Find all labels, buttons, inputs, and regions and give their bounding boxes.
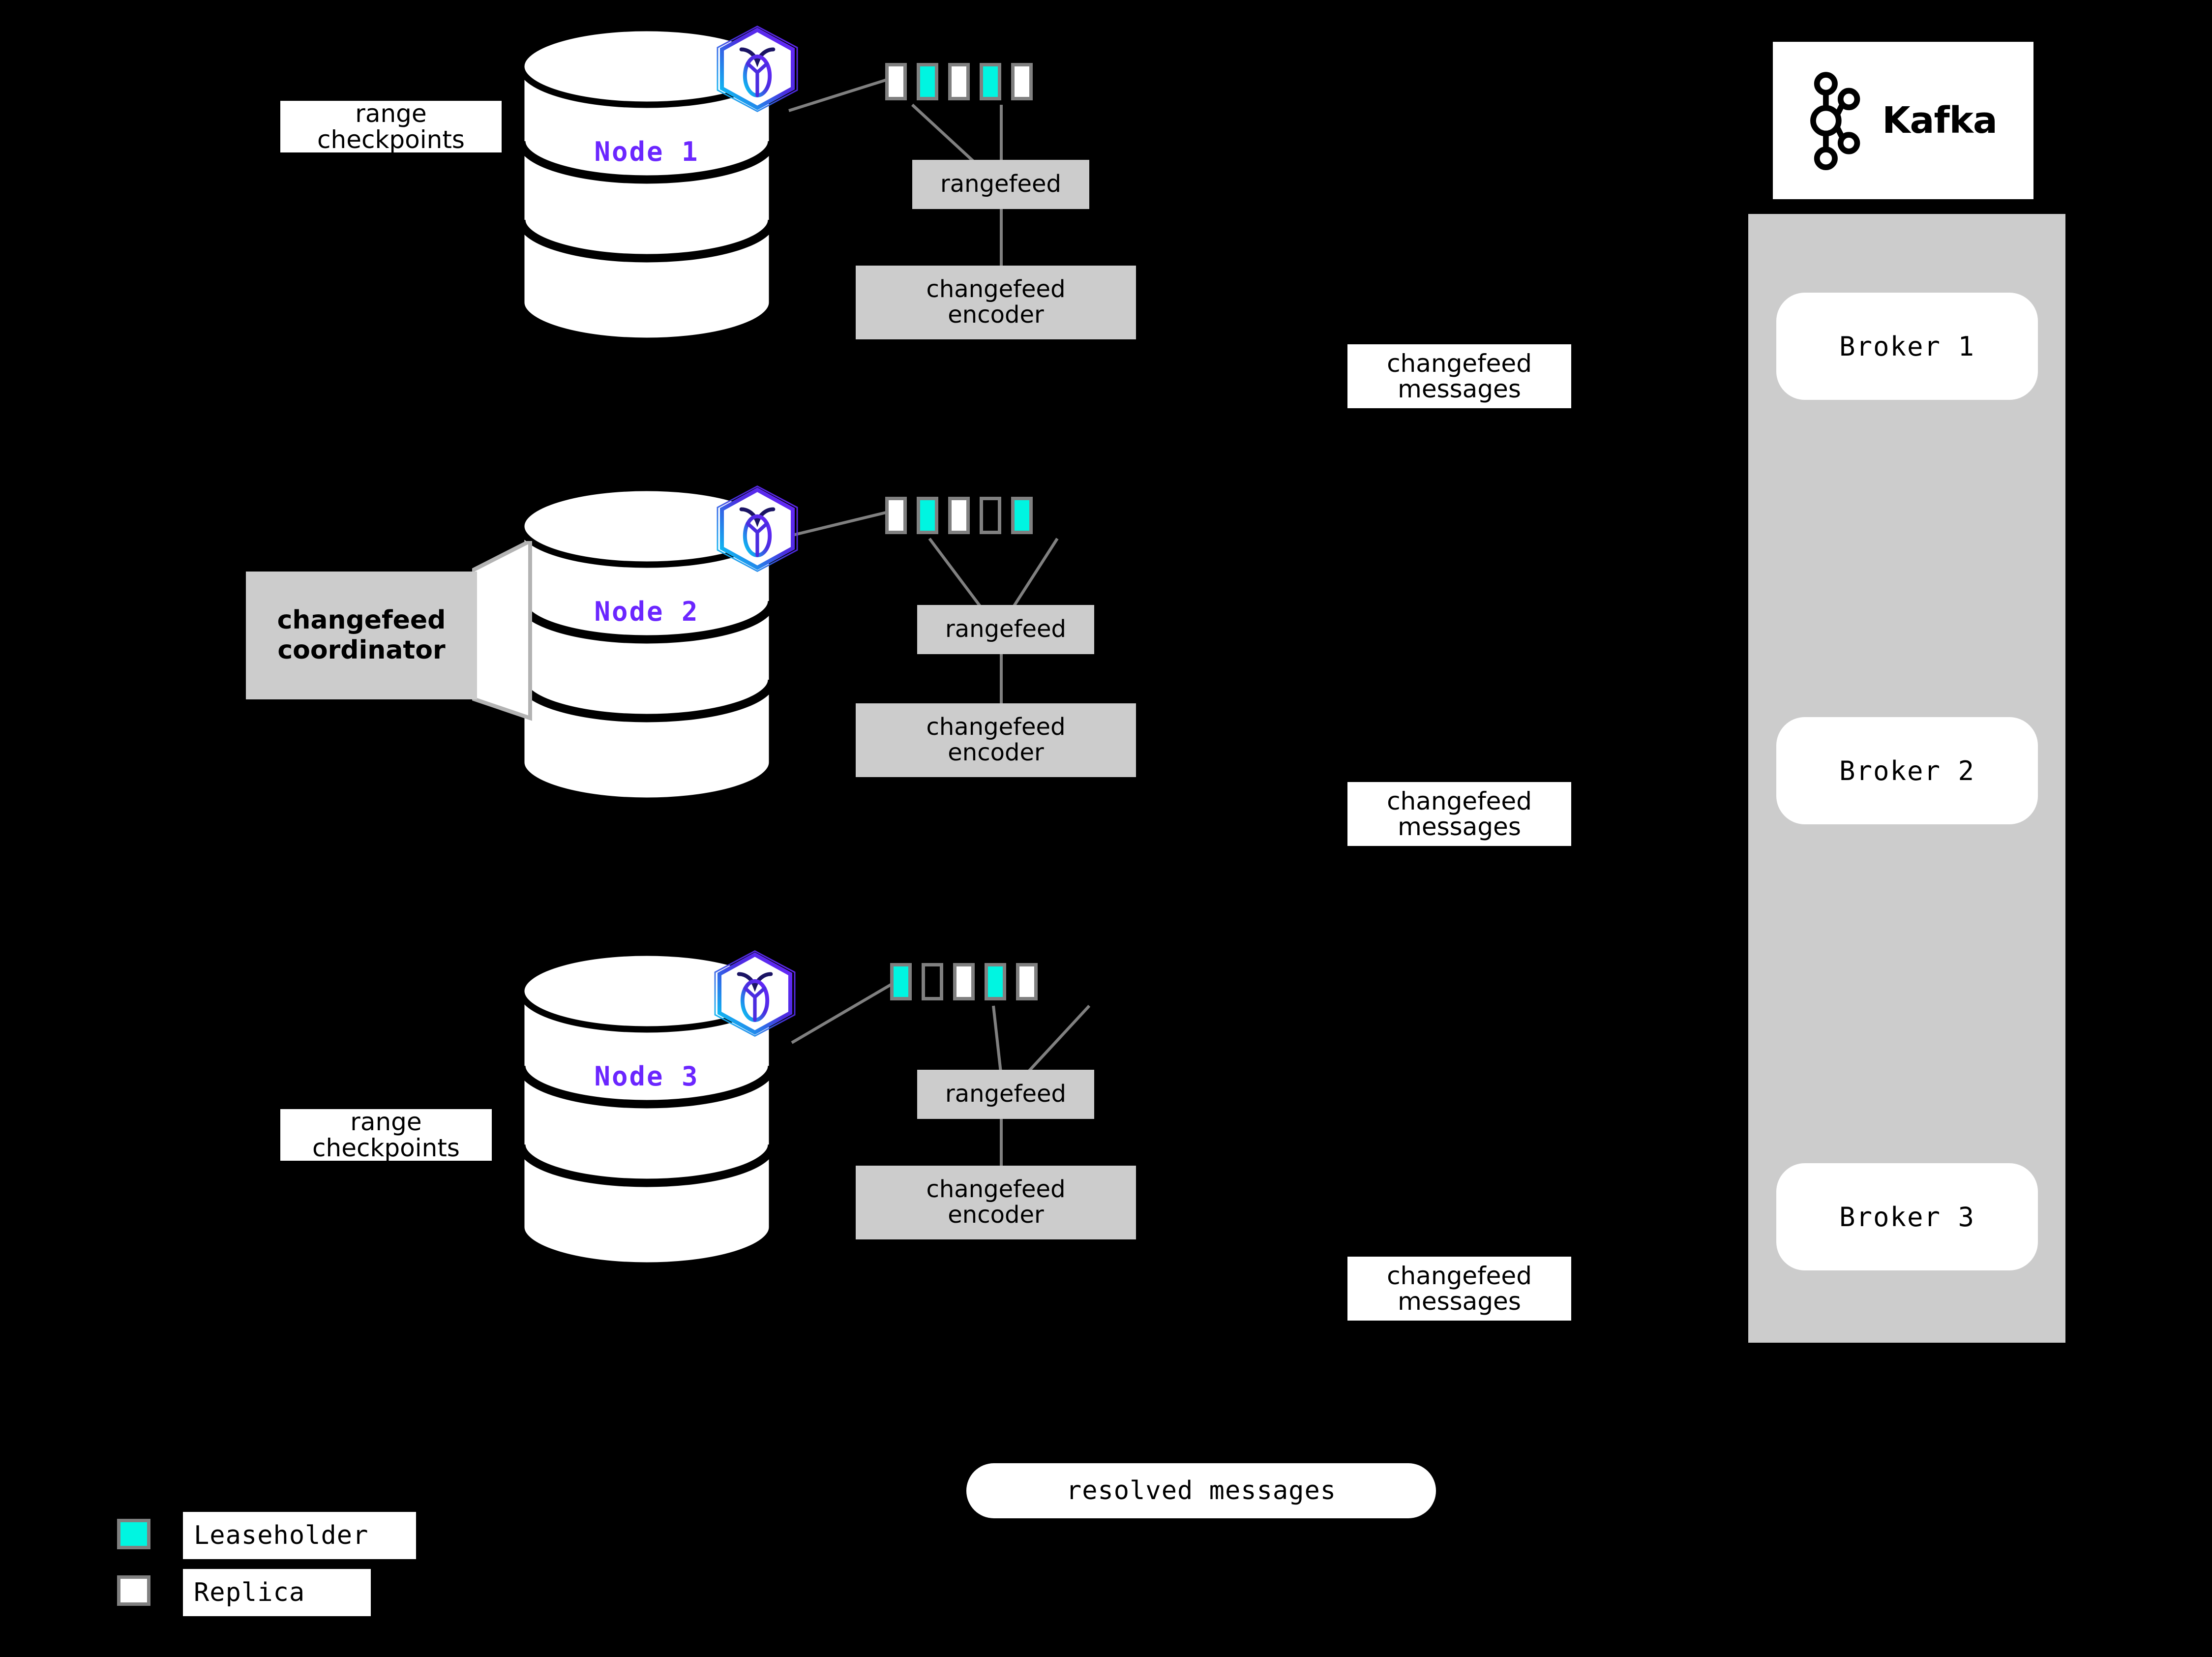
range-box-leaseholder[interactable]: [1011, 497, 1033, 534]
resolved-messages-label: resolved messages: [966, 1463, 1436, 1518]
changefeed-messages-label-1: changefeed messages: [1347, 344, 1571, 408]
cockroachdb-hexagon-icon: [711, 949, 799, 1038]
range-box-replica[interactable]: [1011, 63, 1033, 100]
range-box-leaseholder[interactable]: [917, 497, 938, 534]
range-box-replica[interactable]: [1016, 963, 1038, 1000]
range-box-empty[interactable]: [922, 963, 943, 1000]
cockroachdb-hexagon-icon: [713, 25, 802, 113]
range-row-node-2: [885, 497, 1043, 534]
range-checkpoints-label-node-1: range checkpoints: [280, 101, 502, 152]
range-box-replica[interactable]: [885, 63, 907, 100]
range-box-replica[interactable]: [948, 63, 970, 100]
broker-1[interactable]: Broker 1: [1776, 293, 2038, 400]
range-box-leaseholder[interactable]: [917, 63, 938, 100]
broker-3[interactable]: Broker 3: [1776, 1163, 2038, 1270]
broker-2[interactable]: Broker 2: [1776, 717, 2038, 824]
rangefeed-label-node-2: rangefeed: [917, 605, 1094, 654]
changefeed-messages-label-3: changefeed messages: [1347, 1257, 1571, 1321]
rangefeed-label-node-1: rangefeed: [912, 160, 1089, 209]
range-box-replica[interactable]: [885, 497, 907, 534]
range-box-replica[interactable]: [953, 963, 975, 1000]
legend-swatch-leaseholder: [117, 1519, 150, 1549]
kafka-wordmark: Kafka: [1882, 99, 1998, 142]
kafka-logo: Kafka: [1773, 42, 2033, 199]
legend-swatch-replica: [117, 1575, 150, 1606]
changefeed-coordinator-face: changefeed coordinator: [246, 572, 477, 699]
rangefeed-label-node-3: rangefeed: [917, 1070, 1094, 1119]
range-box-leaseholder[interactable]: [980, 63, 1001, 100]
changefeed-encoder-node-1: changefeed encoder: [856, 266, 1136, 339]
range-box-replica[interactable]: [948, 497, 970, 534]
range-box-empty[interactable]: [980, 497, 1001, 534]
changefeed-coordinator: changefeed coordinator: [246, 541, 536, 748]
range-box-leaseholder[interactable]: [890, 963, 912, 1000]
range-box-leaseholder[interactable]: [985, 963, 1006, 1000]
db-cylinder-node-2: Node 2: [516, 484, 777, 804]
range-checkpoints-label-node-3: range checkpoints: [280, 1109, 492, 1161]
kafka-nodes-icon: [1810, 71, 1860, 170]
changefeed-encoder-node-3: changefeed encoder: [856, 1166, 1136, 1239]
range-row-node-3: [890, 963, 1047, 1000]
legend-label-replica: Replica: [183, 1569, 371, 1616]
range-row-node-1: [885, 63, 1043, 100]
changefeed-encoder-node-2: changefeed encoder: [856, 703, 1136, 777]
cockroachdb-hexagon-icon: [713, 484, 802, 573]
changefeed-messages-label-2: changefeed messages: [1347, 782, 1571, 846]
legend-label-leaseholder: Leaseholder: [183, 1512, 416, 1559]
